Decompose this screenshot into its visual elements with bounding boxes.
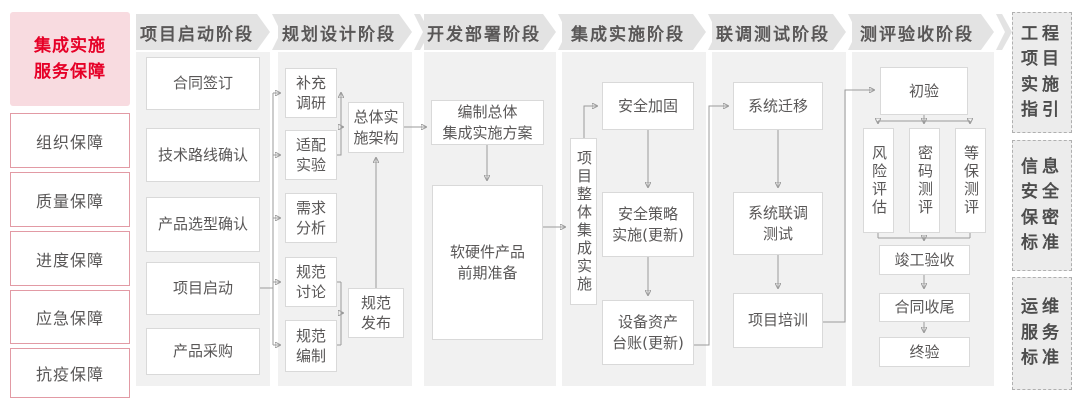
box-crypto-evaluation: 密码测评 — [909, 128, 940, 233]
label-infosec-confidentiality-standard: 信息 安全 保密 标准 — [1012, 140, 1072, 271]
box-final-acceptance: 终验 — [879, 337, 970, 367]
box-risk-assessment: 风险评估 — [863, 128, 894, 233]
header-phase-evaluation-acceptance: 测评验收阶段 — [852, 14, 994, 50]
box-organization-guarantee: 组织保障 — [10, 113, 130, 168]
box-pandemic-guarantee: 抗疫保障 — [10, 348, 130, 398]
box-spec-release: 规范 发布 — [348, 288, 404, 338]
box-preliminary-acceptance: 初验 — [880, 67, 968, 115]
box-security-policy-implementation: 安全策略 实施(更新) — [602, 192, 694, 257]
header-phase-initiation: 项目启动阶段 — [136, 14, 270, 50]
box-requirement-analysis: 需求 分析 — [285, 193, 337, 243]
box-overall-integration-plan: 编制总体 集成实施方案 — [431, 100, 544, 145]
box-supplementary-research: 补充 调研 — [285, 68, 337, 118]
header-phase-dev-deploy: 开发部署阶段 — [424, 14, 556, 50]
box-system-joint-debugging-test: 系统联调 测试 — [733, 192, 823, 255]
box-product-selection-confirm: 产品选型确认 — [146, 197, 260, 252]
box-spec-discussion: 规范 讨论 — [285, 257, 337, 307]
box-product-procurement: 产品采购 — [146, 328, 260, 375]
box-hw-sw-preparation: 软硬件产品 前期准备 — [432, 185, 543, 340]
box-classified-protection-evaluation: 等保测评 — [955, 128, 986, 233]
box-quality-guarantee: 质量保障 — [10, 172, 130, 227]
header-phase-joint-test: 联调测试阶段 — [712, 14, 846, 50]
badge-integration-service-guarantee: 集成实施 服务保障 — [10, 12, 130, 106]
label-om-service-standard: 运维 服务 标准 — [1012, 277, 1072, 390]
box-adaptation-test: 适配 实验 — [285, 130, 337, 180]
box-completion-acceptance: 竣工验收 — [879, 245, 970, 275]
box-schedule-guarantee: 进度保障 — [10, 231, 130, 286]
header-phase-planning-design: 规划设计阶段 — [278, 14, 412, 50]
box-contract-signing: 合同签订 — [146, 57, 260, 110]
chevron-right-icon — [996, 14, 1012, 50]
box-project-training: 项目培训 — [733, 293, 823, 348]
label-project-implementation-guide: 工程 项目 实施 指引 — [1012, 12, 1072, 133]
box-overall-integration-implementation: 项目整体集成实施 — [570, 138, 597, 305]
box-overall-implementation-architecture: 总体实 施架构 — [348, 102, 404, 153]
box-system-migration: 系统迁移 — [733, 82, 823, 130]
box-spec-drafting: 规范 编制 — [285, 320, 337, 372]
box-asset-ledger-update: 设备资产 台账(更新) — [602, 300, 694, 365]
box-tech-route-confirm: 技术路线确认 — [146, 128, 260, 182]
box-emergency-guarantee: 应急保障 — [10, 290, 130, 344]
box-security-hardening: 安全加固 — [602, 82, 694, 130]
box-contract-closure: 合同收尾 — [879, 293, 970, 322]
header-phase-integration: 集成实施阶段 — [562, 14, 706, 50]
box-project-kickoff: 项目启动 — [146, 262, 260, 315]
